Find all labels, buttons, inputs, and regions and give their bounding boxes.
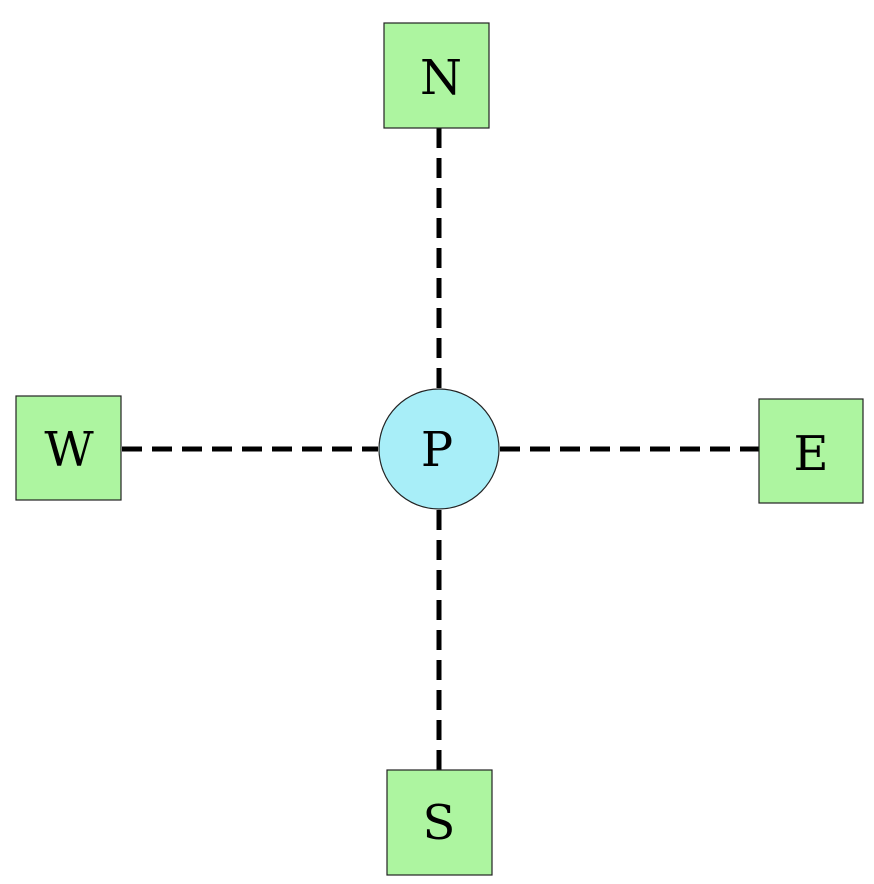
node-west: W	[15, 395, 122, 501]
node-south-box	[386, 769, 493, 876]
node-south-label: S	[423, 795, 456, 851]
node-north-label: N	[420, 50, 462, 106]
node-east-box	[758, 398, 864, 504]
node-east-label: E	[793, 426, 828, 482]
node-south: S	[386, 769, 493, 876]
node-center-label: P	[421, 422, 453, 478]
node-west-box	[15, 395, 122, 501]
node-north-box	[383, 22, 490, 129]
node-center-circle	[378, 388, 500, 510]
node-east: E	[758, 398, 864, 504]
node-center: P	[378, 388, 500, 510]
node-north: N	[383, 22, 490, 129]
node-west-label: W	[44, 422, 94, 478]
